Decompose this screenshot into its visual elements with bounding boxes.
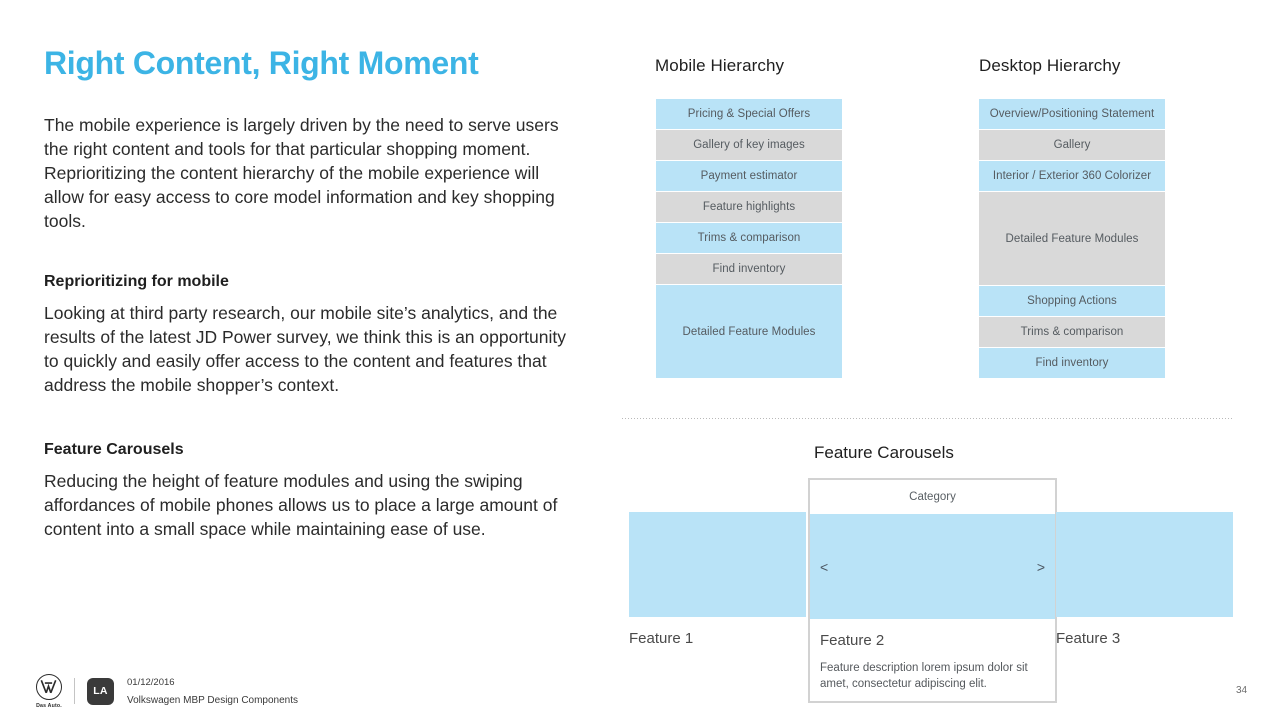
volkswagen-logo: Das Auto.: [32, 673, 66, 709]
hierarchy-bar: Find inventory: [979, 348, 1165, 378]
feature-item-1[interactable]: Feature 1: [629, 512, 806, 647]
section-heading-reprioritizing: Reprioritizing for mobile: [44, 273, 229, 291]
hierarchy-bar: Interior / Exterior 360 Colorizer: [979, 161, 1165, 191]
section-heading-feature-carousels: Feature Carousels: [44, 441, 184, 459]
das-auto-tagline: Das Auto.: [36, 702, 62, 709]
footer-date: 01/12/2016: [127, 676, 175, 688]
feature-card-description: Feature description lorem ipsum dolor si…: [820, 662, 1028, 690]
feature-3-label: Feature 3: [1056, 630, 1121, 647]
section-body-feature-carousels: Reducing the height of feature modules a…: [44, 471, 558, 540]
footer-separator: [74, 678, 75, 704]
carousel-next-arrow-icon[interactable]: >: [1036, 558, 1045, 575]
hierarchy-bar: Detailed Feature Modules: [979, 192, 1165, 285]
agency-badge: LA: [87, 677, 114, 705]
desktop-hierarchy-heading: Desktop Hierarchy: [979, 56, 1121, 75]
slide-footer: Das Auto. LA 01/12/2016 Volkswagen MBP D…: [32, 668, 298, 714]
hierarchy-bar: Detailed Feature Modules: [656, 285, 842, 378]
feature-3-image-placeholder: [1056, 512, 1233, 617]
feature-1-image-placeholder: [629, 512, 806, 617]
feature-card-2[interactable]: Category < > Feature 2 Feature descripti…: [808, 478, 1057, 703]
page-number: 34: [1236, 685, 1248, 696]
hierarchy-bar: Gallery: [979, 130, 1165, 160]
intro-paragraph: The mobile experience is largely driven …: [44, 115, 559, 232]
slide-text-column: Right Content, Right Moment The mobile e…: [44, 45, 584, 541]
hierarchy-bar: Pricing & Special Offers: [656, 99, 842, 129]
hierarchy-bar: Trims & comparison: [979, 317, 1165, 347]
feature-carousels-heading: Feature Carousels: [814, 443, 954, 462]
hierarchy-bar: Payment estimator: [656, 161, 842, 191]
hierarchy-bar: Shopping Actions: [979, 286, 1165, 316]
feature-card-body: Feature 2 Feature description lorem ipsu…: [810, 619, 1055, 692]
page-title: Right Content, Right Moment: [44, 45, 479, 81]
hierarchy-bar: Find inventory: [656, 254, 842, 284]
carousel-prev-arrow-icon[interactable]: <: [820, 558, 829, 575]
hierarchy-bar: Trims & comparison: [656, 223, 842, 253]
feature-1-label: Feature 1: [629, 630, 694, 647]
feature-carousel-row: Feature 1 Category < > Feature 2 Feature…: [629, 478, 1233, 703]
hierarchy-bar: Feature highlights: [656, 192, 842, 222]
feature-card-image-placeholder: < >: [810, 514, 1055, 619]
footer-meta: 01/12/2016 Volkswagen MBP Design Compone…: [127, 675, 298, 708]
vw-roundel-icon: [36, 673, 62, 700]
hierarchy-bar: Gallery of key images: [656, 130, 842, 160]
feature-card-title: Feature 2: [820, 632, 885, 649]
hierarchy-bar: Overview/Positioning Statement: [979, 99, 1165, 129]
feature-card-category: Category: [909, 491, 956, 503]
mobile-hierarchy-heading: Mobile Hierarchy: [655, 56, 785, 75]
section-divider: [622, 418, 1234, 419]
footer-deck-title: Volkswagen MBP Design Components: [127, 694, 299, 706]
section-body-reprioritizing: Looking at third party research, our mob…: [44, 303, 566, 396]
feature-item-3[interactable]: Feature 3: [1056, 512, 1233, 647]
